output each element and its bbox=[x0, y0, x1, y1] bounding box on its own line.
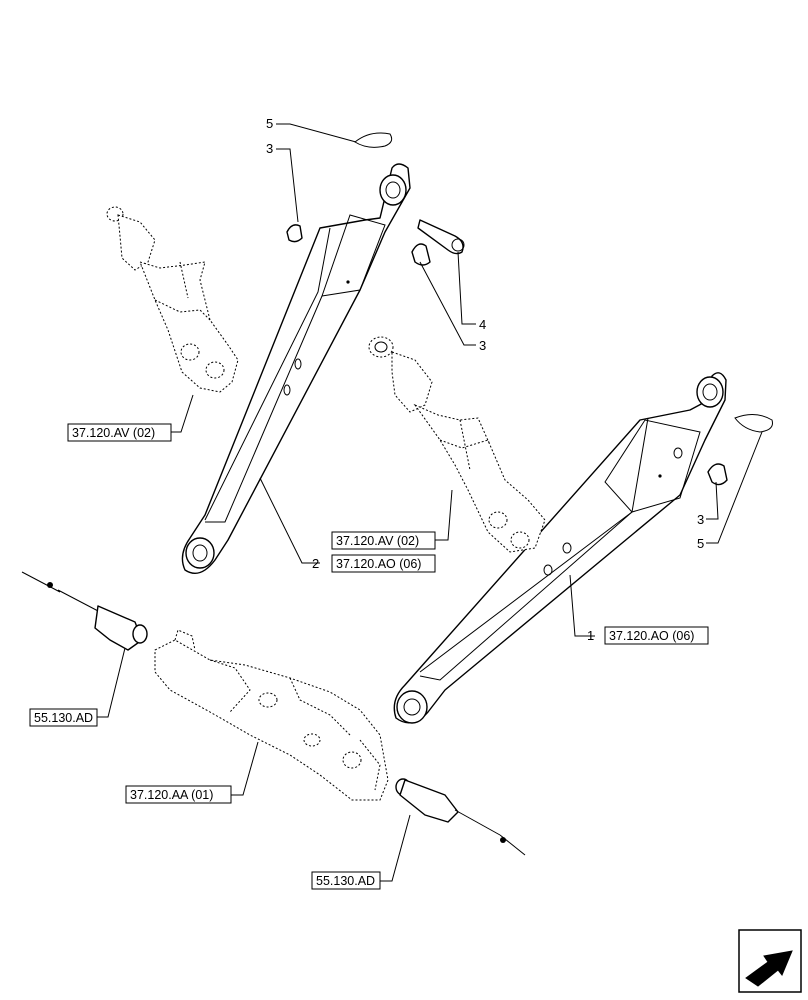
clip-right bbox=[707, 463, 728, 486]
callout-3-top: 3 bbox=[266, 141, 273, 156]
ref-box-ao-link2[interactable]: 37.120.AO (06) bbox=[331, 554, 436, 573]
ref-label-av-left: 37.120.AV (02) bbox=[72, 426, 155, 440]
lower-link-1 bbox=[393, 372, 727, 724]
lower-link-2 bbox=[181, 163, 411, 574]
callout-2: 2 bbox=[312, 556, 319, 571]
clip-top bbox=[286, 224, 303, 243]
center-housing bbox=[154, 629, 389, 801]
pin-clip bbox=[411, 243, 431, 266]
pin bbox=[417, 219, 465, 255]
ref-label-ao-link1: 37.120.AO (06) bbox=[609, 629, 694, 643]
ref-box-ad-right[interactable]: 55.130.AD bbox=[311, 871, 381, 890]
ref-box-ad-left[interactable]: 55.130.AD bbox=[29, 708, 98, 727]
callout-3-pin-clip: 3 bbox=[479, 338, 486, 353]
stabilizer-left bbox=[106, 206, 239, 393]
ref-label-av-mid: 37.120.AV (02) bbox=[336, 534, 419, 548]
retainer-top bbox=[354, 132, 393, 148]
ref-box-av-mid[interactable]: 37.120.AV (02) bbox=[331, 531, 436, 550]
sensor-cable-right bbox=[395, 778, 526, 856]
navigation-arrow-icon[interactable] bbox=[738, 929, 802, 993]
ref-label-ad-right: 55.130.AD bbox=[316, 874, 375, 888]
leader-lines bbox=[97, 123, 763, 882]
ref-label-ad-left: 55.130.AD bbox=[34, 711, 93, 725]
callout-3-right: 3 bbox=[697, 512, 704, 527]
callout-5-top: 5 bbox=[266, 116, 273, 131]
callout-1: 1 bbox=[587, 628, 594, 643]
ref-box-ao-link1[interactable]: 37.120.AO (06) bbox=[604, 626, 709, 645]
callout-5-right: 5 bbox=[697, 536, 704, 551]
sensor-cable-left bbox=[21, 571, 148, 651]
ref-box-aa-housing[interactable]: 37.120.AA (01) bbox=[125, 785, 232, 804]
ref-box-av-left[interactable]: 37.120.AV (02) bbox=[67, 423, 172, 442]
ref-label-ao-link2: 37.120.AO (06) bbox=[336, 557, 421, 571]
ref-label-aa-housing: 37.120.AA (01) bbox=[130, 788, 213, 802]
callout-4: 4 bbox=[479, 317, 486, 332]
stabilizer-middle bbox=[368, 336, 546, 553]
retainer-right bbox=[734, 414, 773, 433]
